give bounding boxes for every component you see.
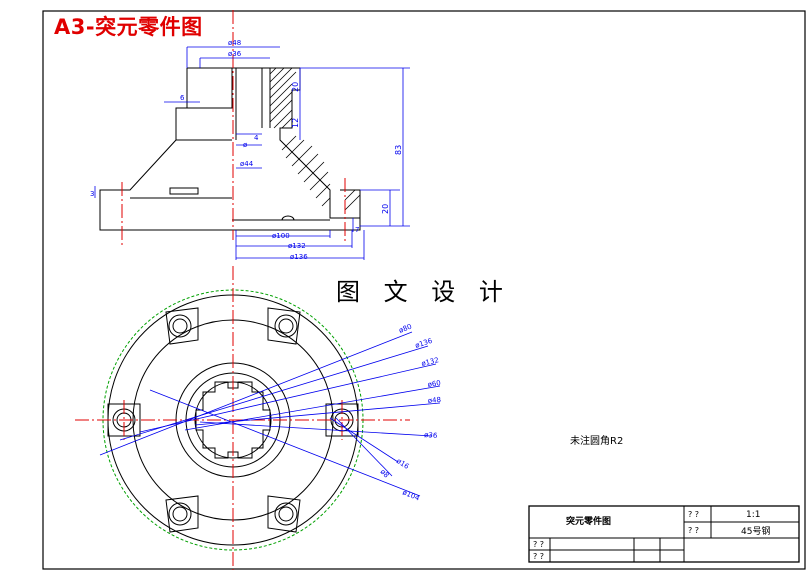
dim-len12: 12	[291, 118, 300, 128]
dim-len6: 6	[180, 94, 185, 102]
title-block-part-name: 突元零件图	[566, 515, 611, 527]
dim-plan-d136: ø136	[414, 337, 434, 350]
dim-plan-d80: ø80	[398, 322, 413, 334]
plan-centerlines	[75, 266, 410, 570]
title-block-material-label: ? ?	[688, 526, 699, 535]
dim-d36: ø36	[228, 50, 242, 58]
bolt-lug-top-left	[165, 307, 199, 345]
dim-plan-d8: ø8	[379, 468, 391, 480]
section-view	[99, 67, 361, 231]
section-hatching	[269, 67, 361, 211]
dim-d48: ø48	[228, 39, 241, 47]
dim-plan-d60: ø60	[427, 379, 441, 389]
plan-dimension-lines	[99, 331, 441, 497]
title-block-material-value: 45号钢	[741, 525, 770, 537]
dim-d136: ø136	[290, 253, 308, 261]
dim-len7: 7	[355, 226, 359, 234]
dim-len20-top: 20	[291, 82, 300, 92]
dim-d44: ø44	[240, 160, 254, 168]
drawing-title: A3-突元零件图	[54, 15, 203, 39]
title-block-scale-value: 1:1	[746, 510, 760, 520]
dim-len83: 83	[394, 145, 403, 155]
dim-d132: ø132	[288, 242, 306, 250]
title-block-row3-label: ? ?	[533, 540, 544, 549]
bolt-lug-top-right	[267, 307, 301, 345]
dim-plan-d36: ø36	[424, 431, 438, 440]
dim-plan-d48: ø48	[427, 396, 441, 405]
title-block-scale-label: ? ?	[688, 510, 699, 519]
drawing-border	[42, 10, 806, 570]
dim-len4: 4	[254, 134, 259, 142]
dim-d100: ø100	[272, 232, 290, 240]
dim-d-small: ø	[243, 141, 248, 149]
dim-len3: 3	[90, 190, 94, 198]
bolt-lug-bottom-right	[267, 495, 301, 533]
section-centerlines	[121, 10, 346, 246]
dim-len20-right: 20	[381, 204, 390, 214]
bolt-lug-bottom-left	[165, 495, 199, 533]
dim-plan-d104: ø104	[401, 488, 421, 502]
title-block	[528, 505, 800, 563]
title-block-row4-label: ? ?	[533, 552, 544, 561]
dim-plan-d132: ø132	[421, 356, 440, 368]
dim-plan-d16: ø16	[395, 457, 411, 471]
section-dimension-lines	[94, 46, 410, 260]
watermark-text: 图 文 设 计	[336, 278, 511, 306]
fillet-note: 未注圆角R2	[570, 436, 624, 447]
